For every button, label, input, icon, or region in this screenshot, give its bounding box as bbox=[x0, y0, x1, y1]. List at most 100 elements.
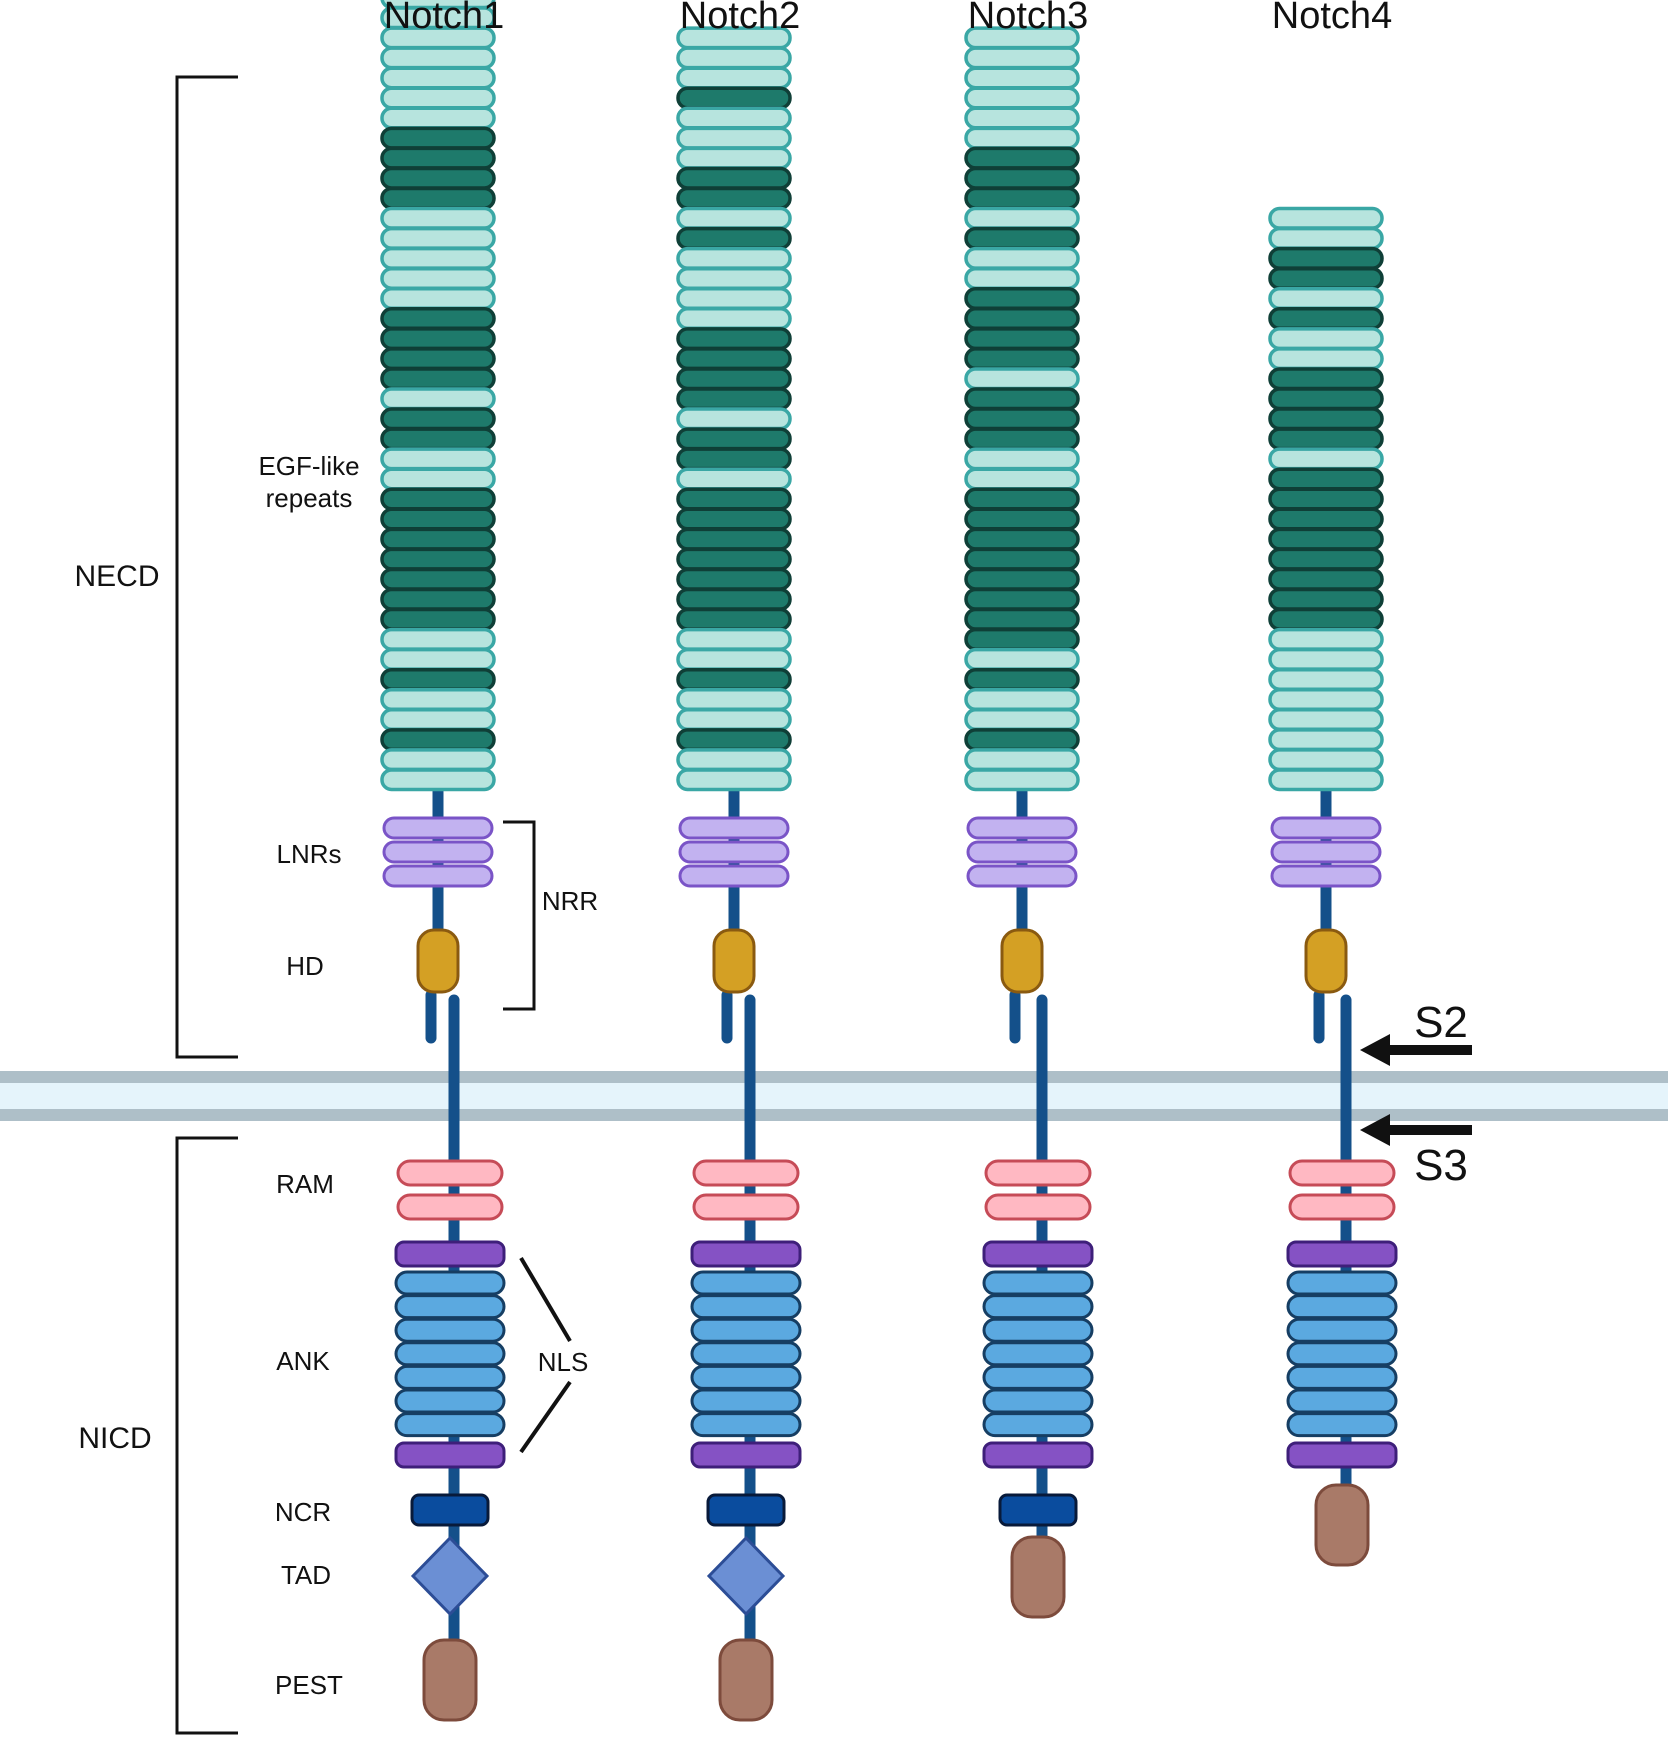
ank-repeat bbox=[982, 1412, 1094, 1438]
lnr-repeat bbox=[966, 840, 1078, 864]
nls-domain-top bbox=[690, 1240, 802, 1268]
egf-repeat-dark bbox=[964, 387, 1080, 411]
nls-domain-top bbox=[394, 1240, 506, 1268]
egf-repeat-dark bbox=[964, 607, 1080, 631]
egf-repeat-light bbox=[964, 266, 1080, 290]
egf-repeat-dark bbox=[1268, 547, 1384, 571]
egf-repeat-light bbox=[964, 467, 1080, 491]
egf-repeat-dark bbox=[380, 146, 496, 170]
egf-repeat-dark bbox=[1268, 527, 1384, 551]
egf-repeat-light bbox=[964, 768, 1080, 792]
egf-repeat-light bbox=[676, 126, 792, 150]
ram-domain bbox=[1288, 1159, 1396, 1187]
egf-repeat-dark bbox=[964, 166, 1080, 190]
tad-domain bbox=[706, 1535, 786, 1617]
egf-repeat-dark bbox=[964, 347, 1080, 371]
egf-repeat-dark bbox=[676, 487, 792, 511]
egf-repeat-light bbox=[380, 226, 496, 250]
egf-repeat-dark bbox=[964, 627, 1080, 651]
egf-repeat-dark bbox=[964, 287, 1080, 310]
pest-domain bbox=[1010, 1535, 1066, 1619]
lnr-repeat bbox=[678, 840, 790, 864]
ncr-domain bbox=[998, 1493, 1078, 1527]
pest-domain bbox=[718, 1638, 774, 1722]
ncr-domain bbox=[410, 1493, 490, 1527]
egf-repeat-dark bbox=[964, 487, 1080, 511]
egf-repeat-dark bbox=[964, 567, 1080, 591]
egf-repeat-light bbox=[676, 467, 792, 491]
egf-repeat-dark bbox=[380, 527, 496, 551]
s3-arrow bbox=[1360, 1114, 1472, 1146]
ank-repeat bbox=[690, 1388, 802, 1414]
ank-repeat bbox=[982, 1294, 1094, 1320]
egf-repeat-dark bbox=[1268, 507, 1384, 531]
egf-repeat-dark bbox=[380, 347, 496, 371]
egf-repeat-dark bbox=[1268, 427, 1384, 451]
egf-repeat-dark bbox=[380, 186, 496, 210]
ank-repeat bbox=[690, 1364, 802, 1390]
egf-repeat-dark bbox=[676, 667, 792, 691]
egf-repeat-dark bbox=[1268, 266, 1384, 290]
egf-repeat-dark bbox=[676, 367, 792, 391]
egf-repeat-dark bbox=[964, 587, 1080, 611]
egf-repeat-light bbox=[380, 46, 496, 70]
lnr-repeat bbox=[1270, 816, 1382, 840]
ram-domain bbox=[1288, 1193, 1396, 1221]
nls-domain-bottom bbox=[394, 1441, 506, 1469]
ank-repeat bbox=[1286, 1412, 1398, 1438]
label-ncr: NCR bbox=[275, 1497, 331, 1527]
egf-repeat-dark bbox=[1268, 607, 1384, 631]
egf-repeat-light bbox=[380, 387, 496, 411]
label-nrr: NRR bbox=[542, 886, 598, 916]
egf-repeat-dark bbox=[964, 547, 1080, 571]
egf-repeat-dark bbox=[964, 186, 1080, 210]
egf-repeat-light bbox=[964, 748, 1080, 772]
egf-repeat-dark bbox=[676, 387, 792, 411]
lnr-repeat bbox=[966, 864, 1078, 888]
egf-repeat-light bbox=[964, 206, 1080, 230]
ank-repeat bbox=[1286, 1294, 1398, 1320]
egf-repeat-light bbox=[380, 467, 496, 491]
label-ank: ANK bbox=[276, 1346, 330, 1376]
nls-domain-top bbox=[982, 1240, 1094, 1268]
egf-repeat-light bbox=[676, 647, 792, 671]
egf-repeat-light bbox=[964, 126, 1080, 150]
egf-repeat-light bbox=[380, 246, 496, 270]
title-notch1: Notch1 bbox=[384, 0, 504, 37]
egf-repeat-dark bbox=[1268, 407, 1384, 431]
egf-repeat-dark bbox=[380, 728, 496, 752]
egf-repeat-dark bbox=[676, 427, 792, 451]
ank-repeat bbox=[982, 1364, 1094, 1390]
nls-domain-bottom bbox=[1286, 1441, 1398, 1469]
ank-repeat bbox=[1286, 1388, 1398, 1414]
label-egf-line2: repeats bbox=[266, 483, 353, 513]
ram-domain bbox=[984, 1193, 1092, 1221]
egf-repeat-light bbox=[964, 66, 1080, 90]
egf-repeat-dark bbox=[676, 186, 792, 210]
egf-repeat-dark bbox=[964, 327, 1080, 351]
egf-repeat-dark bbox=[1268, 587, 1384, 611]
egf-repeat-dark bbox=[676, 327, 792, 351]
egf-repeat-light bbox=[676, 768, 792, 792]
egf-repeat-dark bbox=[1268, 487, 1384, 511]
lnr-repeat bbox=[382, 840, 494, 864]
pest-domain bbox=[422, 1638, 478, 1722]
egf-repeat-light bbox=[676, 106, 792, 130]
ank-repeat bbox=[1286, 1317, 1398, 1343]
title-notch3: Notch3 bbox=[968, 0, 1088, 37]
egf-repeat-dark bbox=[964, 226, 1080, 250]
lnr-repeat bbox=[382, 816, 494, 840]
egf-repeat-light bbox=[676, 748, 792, 772]
egf-repeat-light bbox=[676, 688, 792, 711]
title-notch4: Notch4 bbox=[1272, 0, 1392, 37]
nls-connector-lines bbox=[519, 1256, 572, 1454]
lnr-repeat bbox=[678, 864, 790, 888]
egf-repeat-light bbox=[1268, 627, 1384, 651]
egf-repeat-dark bbox=[380, 667, 496, 691]
label-pest: PEST bbox=[275, 1670, 343, 1700]
nls-domain-top bbox=[1286, 1240, 1398, 1268]
egf-repeat-dark bbox=[1268, 307, 1384, 331]
egf-repeat-light bbox=[380, 688, 496, 711]
egf-repeat-dark bbox=[964, 407, 1080, 431]
